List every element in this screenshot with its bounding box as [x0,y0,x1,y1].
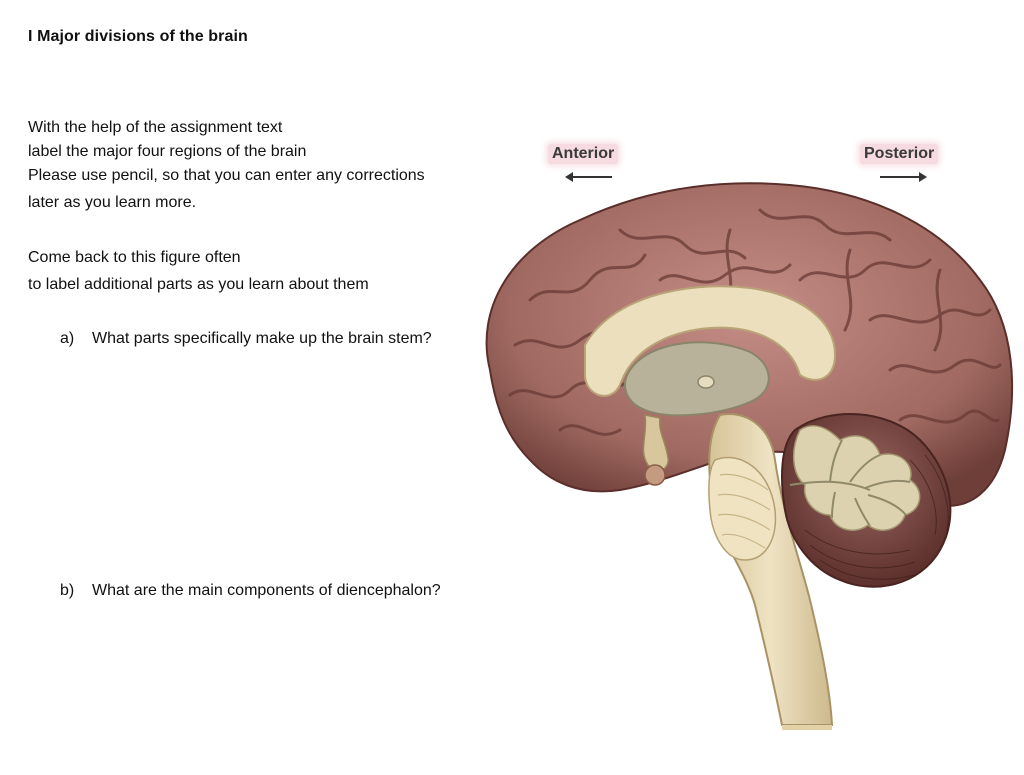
instruction-line-3: Please use pencil, so that you can enter… [28,167,425,184]
question-b: b) What are the main components of dienc… [60,582,490,604]
question-a-marker: a) [60,330,75,347]
anterior-arrow-icon [565,172,612,182]
interthalamic-adhesion [697,375,715,389]
corpus-callosum [584,285,837,397]
question-b-text: What are the main components of dienceph… [92,582,441,599]
brain-illustration [485,182,1014,730]
arbor-vitae [789,425,921,531]
cerebellum-folia [804,454,949,580]
revisit-line-1: Come back to this figure often [28,249,241,266]
anterior-label: Anterior [548,144,619,164]
spinal-cord [782,725,832,730]
brain-sagittal-figure [470,130,1020,730]
diencephalon [624,341,770,417]
posterior-arrow-icon [880,172,927,182]
revisit-line-2: to label additional parts as you learn a… [28,276,369,293]
instruction-line-2: label the major four regions of the brai… [28,143,307,160]
question-a: a) What parts specifically make up the b… [60,330,480,352]
question-a-text: What parts specifically make up the brai… [92,330,432,347]
pons-striations [717,473,771,549]
posterior-label: Posterior [860,144,939,164]
question-b-marker: b) [60,582,75,599]
pituitary-gland [644,464,666,486]
instruction-line-4: later as you learn more. [28,194,197,211]
page-title: I Major divisions of the brain [28,28,248,45]
instruction-line-1: With the help of the assignment text [28,119,283,136]
